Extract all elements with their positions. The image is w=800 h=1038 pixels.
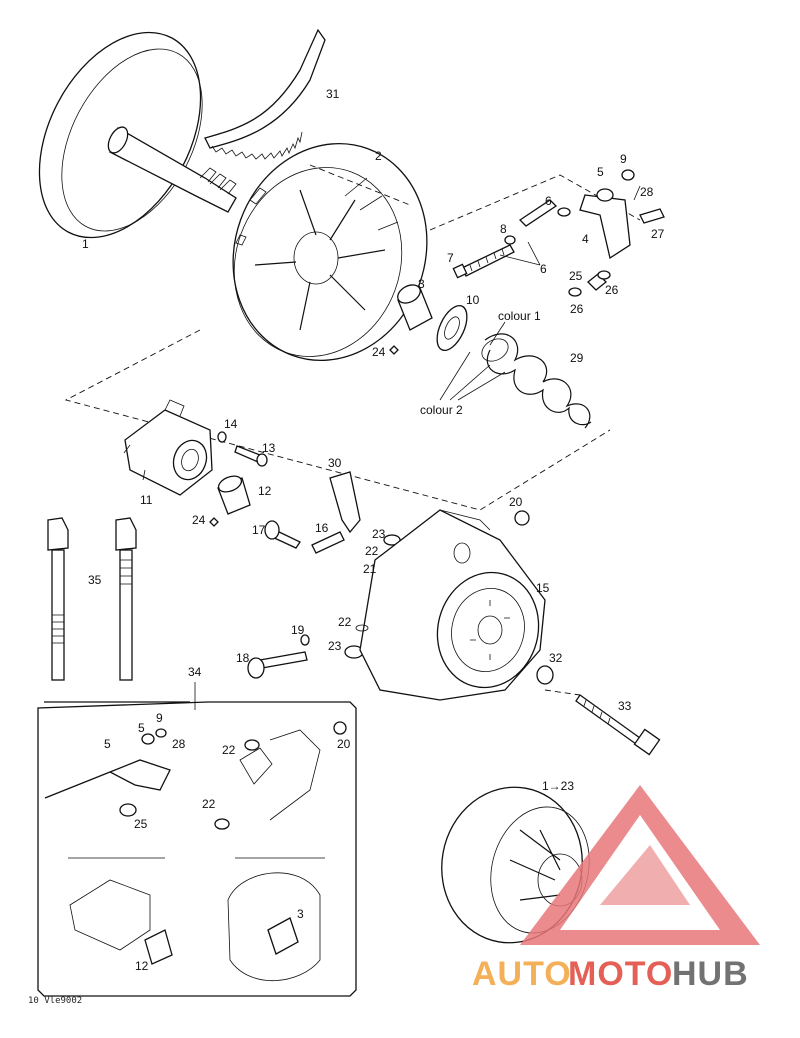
fixed-sheave-part-1 — [38, 31, 237, 239]
assembly-line — [309, 164, 411, 206]
part6-pointer-lines — [499, 241, 541, 266]
callout-34: 34 — [188, 665, 202, 679]
callout-3: 3 — [418, 277, 425, 291]
callout-26b: 26 — [570, 302, 584, 316]
pin-part-16 — [311, 531, 345, 554]
watermark-triangle-inner — [600, 845, 690, 905]
callout-18: 18 — [236, 651, 250, 665]
callout-22a: 22 — [365, 544, 379, 558]
movable-sheave-part-2 — [232, 142, 428, 362]
lever-part-30 — [329, 471, 361, 534]
watermark-text-hub: HUB — [672, 955, 749, 993]
callout-20: 20 — [509, 495, 523, 509]
watermark-text-auto: AUTO — [472, 955, 572, 993]
callout-6b: 6 — [540, 262, 547, 276]
automotohub-watermark: AUTO MOTO HUB — [472, 785, 760, 993]
callout-24b: 24 — [192, 513, 206, 527]
callout-1-to-23: 1→23 — [542, 779, 574, 793]
clip-part-22-bottom — [355, 624, 369, 632]
bolt-part-18 — [247, 651, 308, 679]
callout-33: 33 — [618, 699, 632, 713]
inset-callout-28: 28 — [172, 737, 186, 751]
callout-4: 4 — [582, 232, 589, 246]
watermark-text-moto: MOTO — [568, 955, 673, 993]
callout-32: 32 — [549, 651, 563, 665]
callout-19: 19 — [291, 623, 305, 637]
colour-pointer-lines — [439, 321, 506, 401]
inset-callout-5b: 5 — [104, 737, 111, 751]
nut-part-24-top — [389, 345, 399, 355]
callout-23a: 23 — [372, 527, 386, 541]
callout-23b: 23 — [328, 639, 342, 653]
drive-belt-part-31 — [204, 28, 326, 160]
callout-16: 16 — [315, 521, 329, 535]
assembly-line — [544, 689, 581, 696]
washer-part-20 — [514, 510, 530, 526]
callout-1: 1 — [82, 237, 89, 251]
callout-10: 10 — [466, 293, 480, 307]
bushing-part-3 — [397, 284, 433, 331]
callout-27: 27 — [651, 227, 665, 241]
callout-labels: 1 2 3 4 5 6 6 7 8 9 10 11 12 13 14 15 16… — [82, 87, 665, 973]
washer-part-14 — [217, 431, 227, 443]
assembled-drive-pulley-1-to-23 — [441, 786, 590, 944]
label-colour-2: colour 2 — [420, 403, 463, 417]
bolt-part-33 — [575, 694, 661, 756]
inset-callout-25: 25 — [134, 817, 148, 831]
bolt-part-7 — [452, 244, 515, 279]
watermark-triangle-logo — [520, 785, 760, 945]
callout-24a: 24 — [372, 345, 386, 359]
spring-part-29 — [481, 333, 592, 429]
callout-7: 7 — [447, 251, 454, 265]
governor-cup-part-15 — [359, 509, 546, 701]
assembly-line — [64, 329, 611, 511]
screw-part-13 — [234, 445, 268, 467]
inset-callout-20: 20 — [337, 737, 351, 751]
callout-28: 28 — [640, 185, 654, 199]
washer-part-19 — [300, 634, 310, 646]
inset-box-part-34 — [37, 682, 357, 997]
inset-callout-3: 3 — [297, 907, 304, 921]
callout-8: 8 — [500, 222, 507, 236]
callout-21: 21 — [363, 562, 377, 576]
callout-2: 2 — [375, 149, 382, 163]
callout-11: 11 — [140, 493, 153, 507]
callout-12: 12 — [258, 484, 272, 498]
callout-5: 5 — [597, 165, 604, 179]
spider-part-11 — [123, 399, 213, 496]
figure-code: 10 Vle9002 — [28, 996, 82, 1006]
washer-part-32 — [536, 665, 554, 685]
inset-callout-22b: 22 — [202, 797, 216, 811]
inset-callout-5a: 5 — [138, 721, 145, 735]
callout-35: 35 — [88, 573, 102, 587]
callout-25: 25 — [569, 269, 583, 283]
callout-29: 29 — [570, 351, 584, 365]
callout-30: 30 — [328, 456, 342, 470]
callout-17: 17 — [252, 523, 266, 537]
bushing-part-12 — [217, 475, 251, 515]
washer-part-10 — [436, 305, 468, 351]
nut-part-24-mid — [209, 517, 219, 527]
roller-arm-assembly-top — [504, 169, 665, 297]
bolts-part-35 — [47, 517, 137, 681]
screw-part-17 — [264, 520, 301, 549]
callout-14: 14 — [224, 417, 238, 431]
callout-13: 13 — [262, 441, 276, 455]
label-colour-1: colour 1 — [498, 309, 541, 323]
callout-22b: 22 — [338, 615, 352, 629]
callout-6a: 6 — [545, 194, 552, 208]
callout-31: 31 — [326, 87, 340, 101]
callout-9: 9 — [620, 152, 627, 166]
callout-26a: 26 — [605, 283, 619, 297]
callout-15: 15 — [536, 581, 550, 595]
inset-callout-9: 9 — [156, 711, 163, 725]
inset-callout-22a: 22 — [222, 743, 236, 757]
inset-callout-12: 12 — [135, 959, 149, 973]
